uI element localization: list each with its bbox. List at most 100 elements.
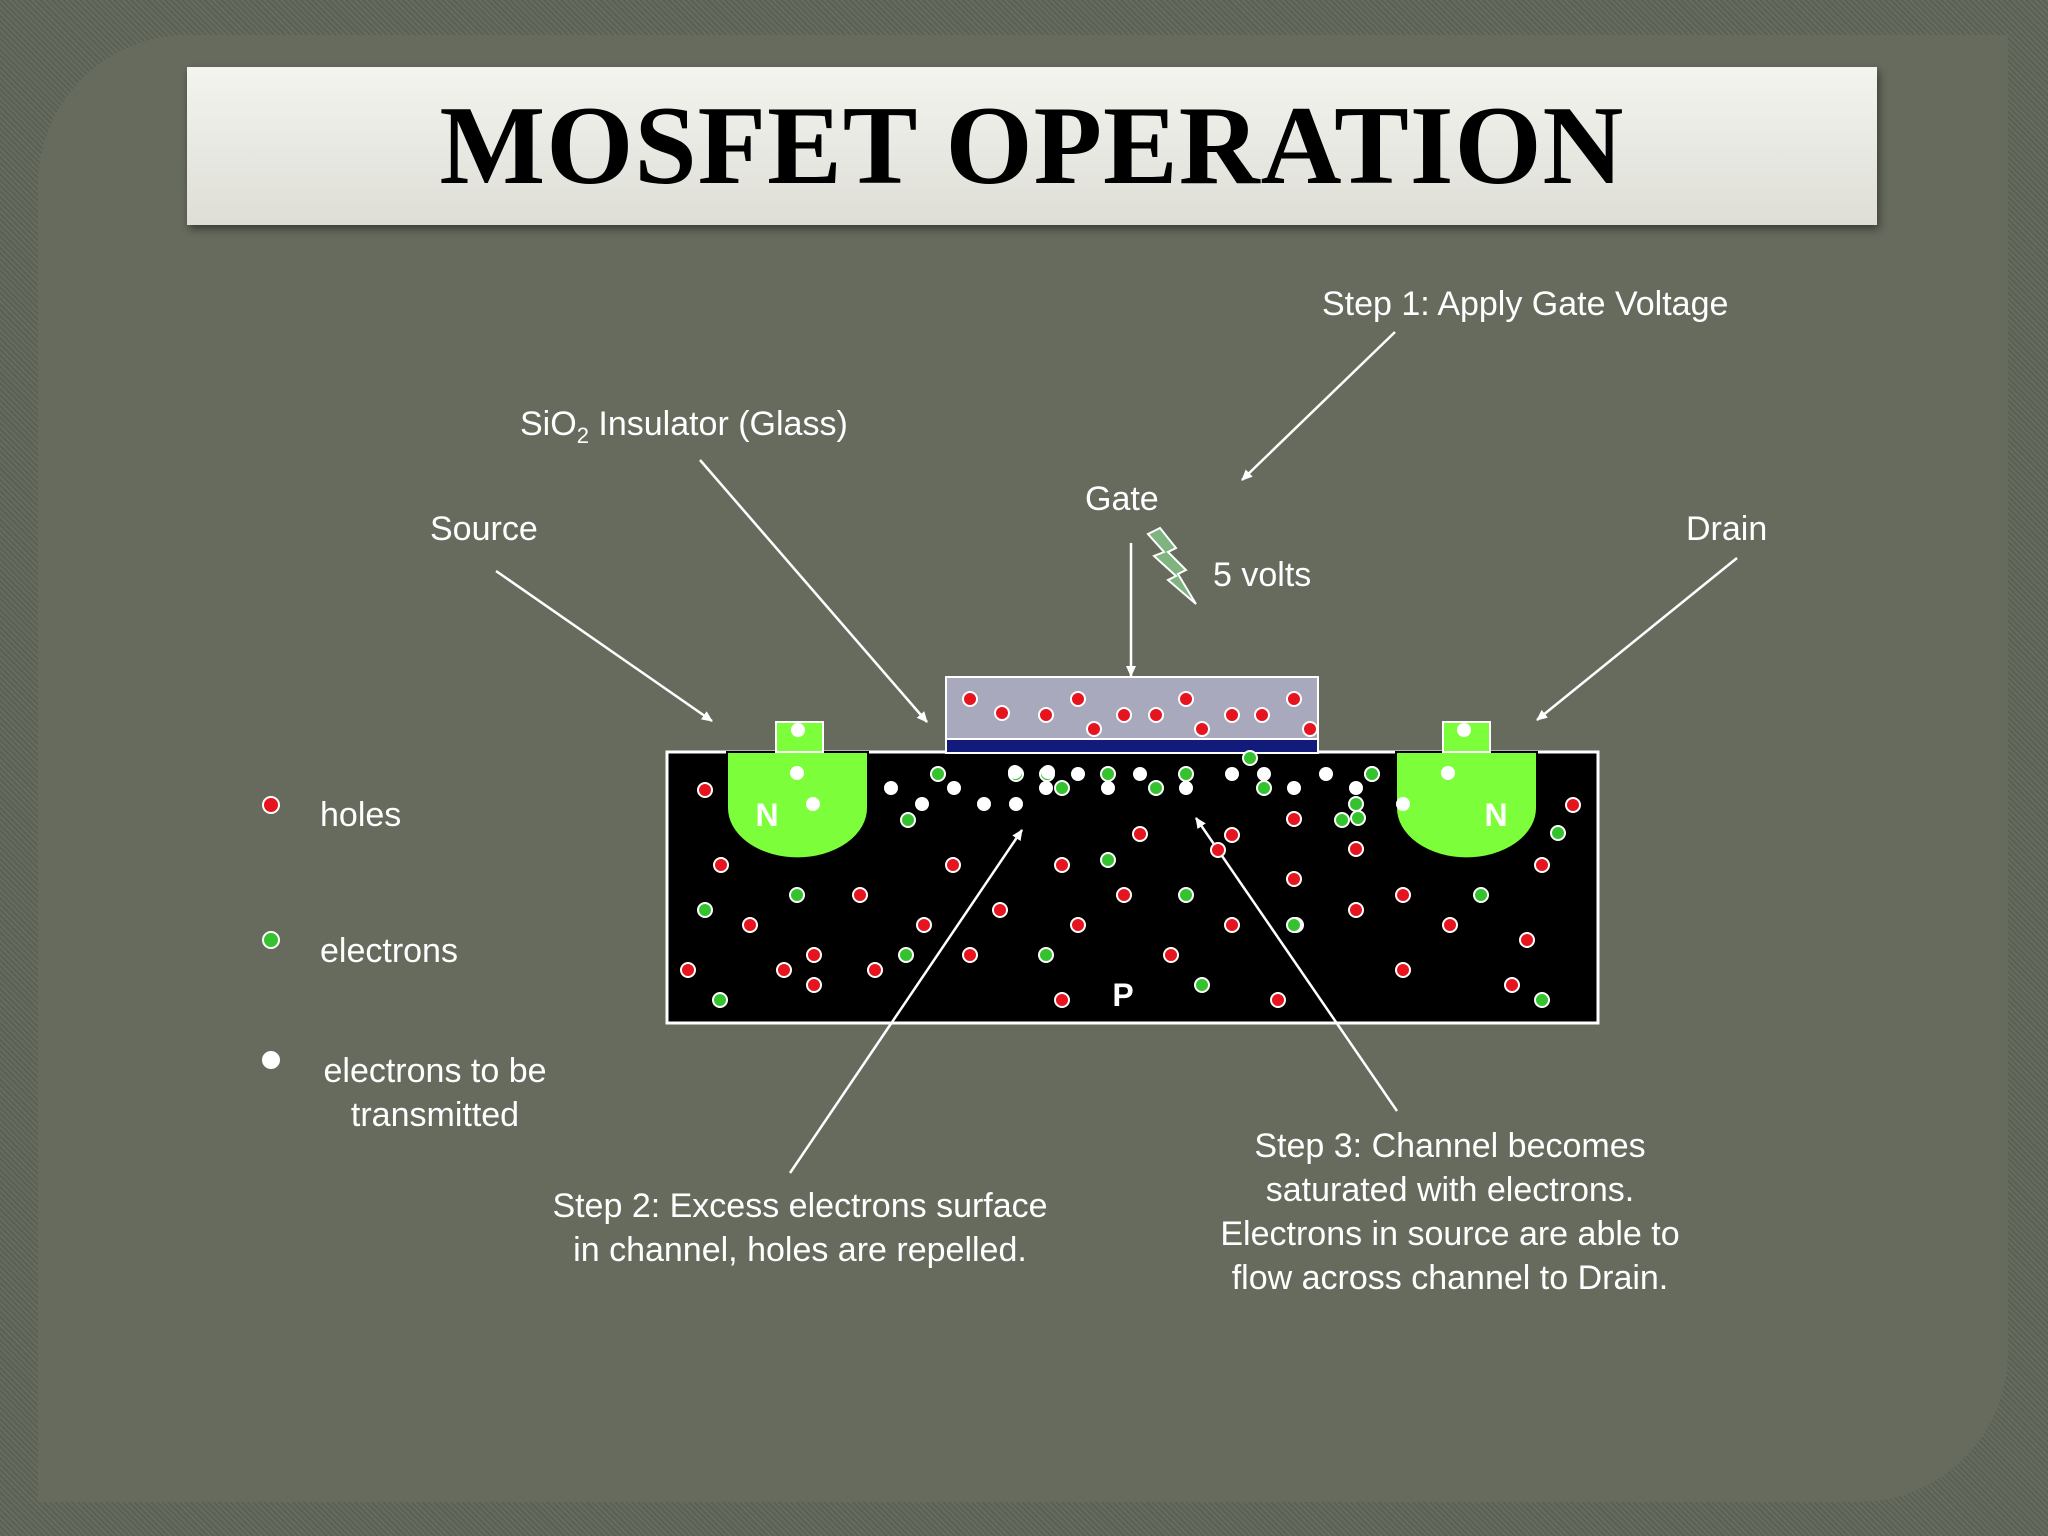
slide-title: MOSFET OPERATION	[439, 83, 1625, 208]
hole-dot	[1224, 707, 1240, 723]
hole-dot	[1270, 992, 1286, 1008]
hole-dot	[806, 947, 822, 963]
hole-dot	[1348, 902, 1364, 918]
transmit-electron-dot	[806, 797, 820, 811]
lightning-bolt-icon	[1146, 526, 1197, 605]
hole-dot	[1038, 707, 1054, 723]
transmit-electron-dot	[1039, 781, 1053, 795]
hole-dot	[1194, 721, 1210, 737]
hole-dot	[962, 947, 978, 963]
step1-label: Step 1: Apply Gate Voltage	[1322, 285, 1729, 323]
sio2-rest-text: Insulator (Glass)	[588, 405, 848, 443]
electron-dot	[1350, 810, 1366, 826]
hole-dot	[697, 782, 713, 798]
hole-dot	[1286, 691, 1302, 707]
step2-arrow	[788, 829, 1024, 1174]
hole-dot	[713, 857, 729, 873]
electron-dot	[1348, 796, 1364, 812]
charge-carriers	[680, 691, 1581, 1008]
transmit-electron-dot	[1457, 723, 1471, 737]
transmit-electron-dot	[1009, 797, 1023, 811]
hole-dot	[852, 887, 868, 903]
sio2-subscript: 2	[576, 422, 589, 448]
hole-dot	[962, 691, 978, 707]
hole-dot	[776, 962, 792, 978]
hole-dot	[1178, 691, 1194, 707]
electron-dot	[1473, 887, 1489, 903]
hole-dot	[1504, 977, 1520, 993]
gate-label: Gate	[1085, 480, 1159, 518]
step3-arrow	[1194, 817, 1399, 1112]
transmit-electron-dot	[1041, 765, 1055, 779]
hole-dot	[1442, 917, 1458, 933]
hole-dot	[1302, 721, 1318, 737]
hole-dot	[994, 705, 1010, 721]
electron-dot	[898, 947, 914, 963]
transmit-electron-dot	[977, 797, 991, 811]
electron-dot	[1286, 917, 1302, 933]
hole-dot	[680, 962, 696, 978]
step2-label: Step 2: Excess electrons surface in chan…	[510, 1184, 1090, 1272]
hole-dot	[867, 962, 883, 978]
hole-dot	[1054, 857, 1070, 873]
drain-contact	[1442, 721, 1491, 753]
legend-transmit-label: electrons to be transmitted	[300, 1049, 570, 1137]
transmit-electron-dot	[1101, 781, 1115, 795]
transmit-electron-dot	[1396, 797, 1410, 811]
hole-dot	[742, 917, 758, 933]
legend-transmit-line2: transmitted	[350, 1096, 520, 1134]
electron-dot	[1148, 780, 1164, 796]
hole-dot	[1054, 992, 1070, 1008]
electron-dot	[1256, 780, 1272, 796]
hole-dot	[1163, 947, 1179, 963]
hole-dot	[1565, 797, 1581, 813]
hole-dot	[1286, 871, 1302, 887]
electron-dot	[1534, 992, 1550, 1008]
transmit-electron-dot	[1349, 781, 1363, 795]
hole-dot	[1395, 887, 1411, 903]
hole-dot	[1116, 887, 1132, 903]
source-n-region	[726, 751, 869, 860]
legend-transmit-line1: electrons to be	[323, 1052, 547, 1090]
hole-dot	[1348, 841, 1364, 857]
sio2-insulator	[945, 738, 1319, 754]
source-label: Source	[430, 510, 538, 548]
transmit-electron-dot	[884, 781, 898, 795]
step3-line4: flow across channel to Drain.	[1231, 1259, 1669, 1297]
legend-electron-dot	[262, 931, 280, 949]
electron-dot	[1100, 852, 1116, 868]
step3-line1: Step 3: Channel becomes	[1254, 1127, 1646, 1165]
sio2-text: SiO	[520, 405, 577, 443]
hole-dot	[1224, 827, 1240, 843]
hole-dot	[1148, 707, 1164, 723]
n-right-label: N	[1484, 797, 1507, 833]
electron-dot	[930, 766, 946, 782]
hole-dot	[1519, 932, 1535, 948]
step2-line2: in channel, holes are repelled.	[573, 1231, 1027, 1269]
step2-line1: Step 2: Excess electrons surface	[552, 1187, 1048, 1225]
legend-hole-dot	[262, 796, 280, 814]
electron-dot	[1038, 947, 1054, 963]
step1-arrow	[1241, 331, 1396, 481]
electron-dot	[900, 812, 916, 828]
hole-dot	[1116, 707, 1132, 723]
transmit-electron-dot	[790, 766, 804, 780]
electron-dot	[1550, 825, 1566, 841]
hole-dot	[1086, 721, 1102, 737]
electron-dot	[1178, 766, 1194, 782]
sio2-label: SiO2 Insulator (Glass)	[520, 402, 848, 458]
drain-arrow	[1536, 557, 1738, 721]
transmit-electron-dot	[1225, 767, 1239, 781]
hole-dot	[992, 902, 1008, 918]
electron-dot	[1100, 766, 1116, 782]
hole-dot	[1224, 917, 1240, 933]
hole-dot	[1210, 842, 1226, 858]
transmit-electron-dot	[1441, 766, 1455, 780]
step3-line2: saturated with electrons.	[1265, 1171, 1635, 1209]
hole-dot	[916, 917, 932, 933]
legend-transmit-dot	[262, 1051, 280, 1069]
title-banner: MOSFET OPERATION	[187, 67, 1877, 225]
hole-dot	[1132, 826, 1148, 842]
sio2-arrow	[699, 459, 928, 723]
